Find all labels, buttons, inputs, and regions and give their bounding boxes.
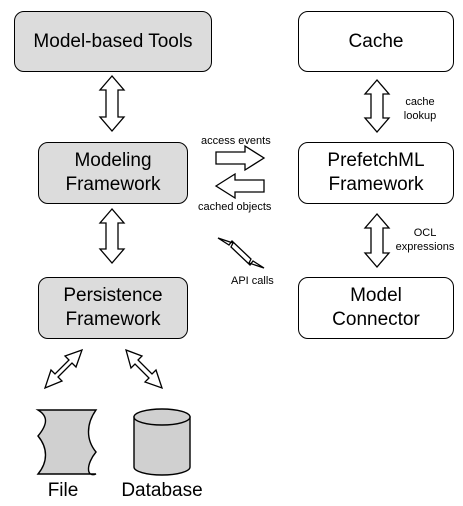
arrow-modeling-persistence [98,208,126,264]
persistence-framework-box: Persistence Framework [38,277,188,339]
ocl-expressions-label: OCL expressions [395,227,455,253]
arrow-persistence-file [43,348,84,390]
arrow-prefetchml-connector [363,213,391,268]
cached-objects-label: cached objects [198,201,272,213]
api-calls-label: API calls [231,275,274,287]
modeling-framework-box: Modeling Framework [38,142,188,204]
file-label: File [47,480,79,501]
model-connector-box: Model Connector [298,277,454,339]
arrow-cached-objects [214,172,265,200]
access-events-label: access events [201,135,271,147]
prefetchml-framework-box: PrefetchML Framework [298,142,454,204]
database-cylinder [133,408,191,476]
arrow-cache-prefetchml [363,79,391,133]
arrow-api-calls [217,237,265,269]
file-shape [35,409,98,476]
model-based-tools-box: Model-based Tools [14,11,212,72]
arrow-persistence-database [125,348,164,390]
arrow-tools-modeling [98,75,126,132]
cache-box: Cache [298,11,454,72]
arrow-access-events [215,144,266,172]
cache-lookup-label: cache lookup [403,96,437,122]
database-label: Database [121,480,203,501]
